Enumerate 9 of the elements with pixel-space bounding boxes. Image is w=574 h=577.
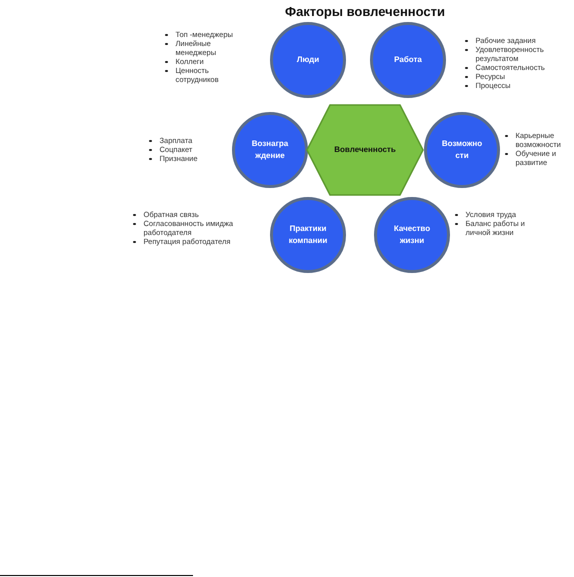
- node-label: Качество жизни: [392, 223, 432, 247]
- node-label: Люди: [296, 54, 320, 66]
- hexagon-node: [306, 104, 424, 196]
- node-label: Возможно сти: [440, 138, 484, 162]
- node-label: Работа: [393, 54, 423, 66]
- diagram-title: Факторы вовлеченности: [284, 4, 446, 19]
- node-label: Практики компании: [288, 223, 328, 247]
- node-label: Вознагра ждение: [250, 138, 290, 162]
- node-label: Вовлеченность: [333, 144, 397, 156]
